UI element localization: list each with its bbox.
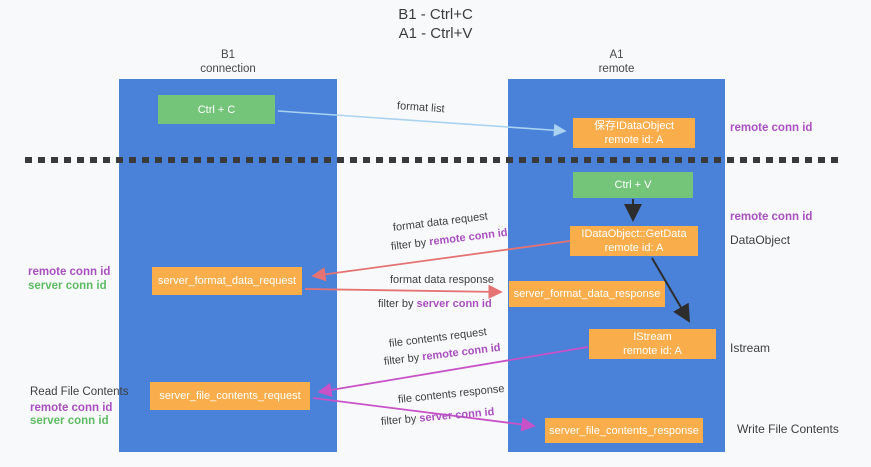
- edge-label-file-contents-response: file contents response: [397, 382, 506, 406]
- edge-label-format-list: format list: [396, 100, 445, 116]
- side-label-write-file-contents: Write File Contents: [737, 422, 839, 436]
- node-getdata-line2: remote id: A: [604, 242, 664, 254]
- filter-by-text: filter by: [378, 298, 417, 310]
- lane-a1-name: A1: [609, 49, 624, 61]
- side-label-remote-conn-id-mid-right: remote conn id: [730, 211, 813, 223]
- node-save-idataobject: 保存IDataObject remote id: A: [573, 118, 695, 148]
- side-label-server-conn-id-left-2: server conn id: [30, 415, 109, 427]
- edge-label-filter-server-1: filter by server conn id: [378, 298, 492, 310]
- filter-by-text: filter by: [383, 351, 423, 368]
- server-conn-id-keyword: server conn id: [418, 406, 495, 425]
- node-ctrl-c-label: Ctrl + C: [197, 103, 236, 116]
- side-label-remote-conn-id-left-2: remote conn id: [30, 402, 113, 414]
- filter-by-text: filter by: [390, 236, 430, 253]
- lane-a1-subtitle: remote: [598, 63, 635, 75]
- side-label-dataobject: DataObject: [730, 233, 791, 247]
- node-istream-line2: remote id: A: [623, 345, 682, 357]
- title-line-2: A1 - Ctrl+V: [398, 25, 473, 42]
- filter-by-text: filter by: [380, 412, 420, 428]
- node-server-file-contents-request: server_file_contents_request: [150, 382, 310, 410]
- lane-header-b1: B1 connection: [119, 48, 337, 76]
- lane-header-a1: A1 remote: [508, 48, 725, 76]
- side-label-istream: Istream: [730, 341, 771, 355]
- side-label-remote-conn-id-left-1: remote conn id: [28, 266, 111, 278]
- node-idataobject-getdata: IDataObject::GetData remote id: A: [570, 226, 698, 256]
- node-server-format-data-request: server_format_data_request: [152, 267, 302, 295]
- lane-b1-subtitle: connection: [200, 63, 256, 75]
- node-save-idataobject-line1: 保存IDataObject: [593, 120, 675, 132]
- node-file-request-label: server_file_contents_request: [159, 390, 301, 402]
- node-getdata-line1: IDataObject::GetData: [581, 228, 687, 240]
- remote-conn-id-keyword: remote conn id: [428, 226, 509, 249]
- lane-b1-name: B1: [220, 49, 236, 61]
- node-ctrl-v: Ctrl + V: [573, 172, 693, 198]
- node-save-idataobject-line2: remote id: A: [604, 134, 664, 146]
- node-file-response-label: server_file_contents_response: [549, 424, 699, 437]
- side-label-server-conn-id-left-1: server conn id: [28, 280, 107, 292]
- phase-divider-dashed-line: [25, 157, 843, 163]
- remote-conn-id-keyword: remote conn id: [421, 341, 502, 364]
- side-label-read-file-contents: Read File Contents: [30, 386, 129, 398]
- edge-label-format-data-response: format data response: [390, 274, 494, 286]
- side-label-remote-conn-id-top-right: remote conn id: [730, 122, 813, 134]
- node-istream: IStream remote id: A: [589, 329, 716, 359]
- node-server-format-data-response: server_format_data_response: [509, 281, 665, 307]
- diagram-title: B1 - Ctrl+C A1 - Ctrl+V: [0, 5, 871, 43]
- edge-label-filter-server-2: filter by server conn id: [380, 406, 494, 428]
- node-istream-line1: IStream: [633, 331, 672, 343]
- node-server-file-contents-response: server_file_contents_response: [545, 418, 703, 443]
- node-ctrl-v-label: Ctrl + V: [614, 179, 652, 191]
- title-line-1: B1 - Ctrl+C: [398, 6, 473, 23]
- server-conn-id-keyword: server conn id: [416, 298, 492, 310]
- node-ctrl-c: Ctrl + C: [158, 95, 275, 124]
- node-format-response-label: server_format_data_response: [513, 288, 661, 300]
- node-format-request-label: server_format_data_request: [157, 275, 297, 287]
